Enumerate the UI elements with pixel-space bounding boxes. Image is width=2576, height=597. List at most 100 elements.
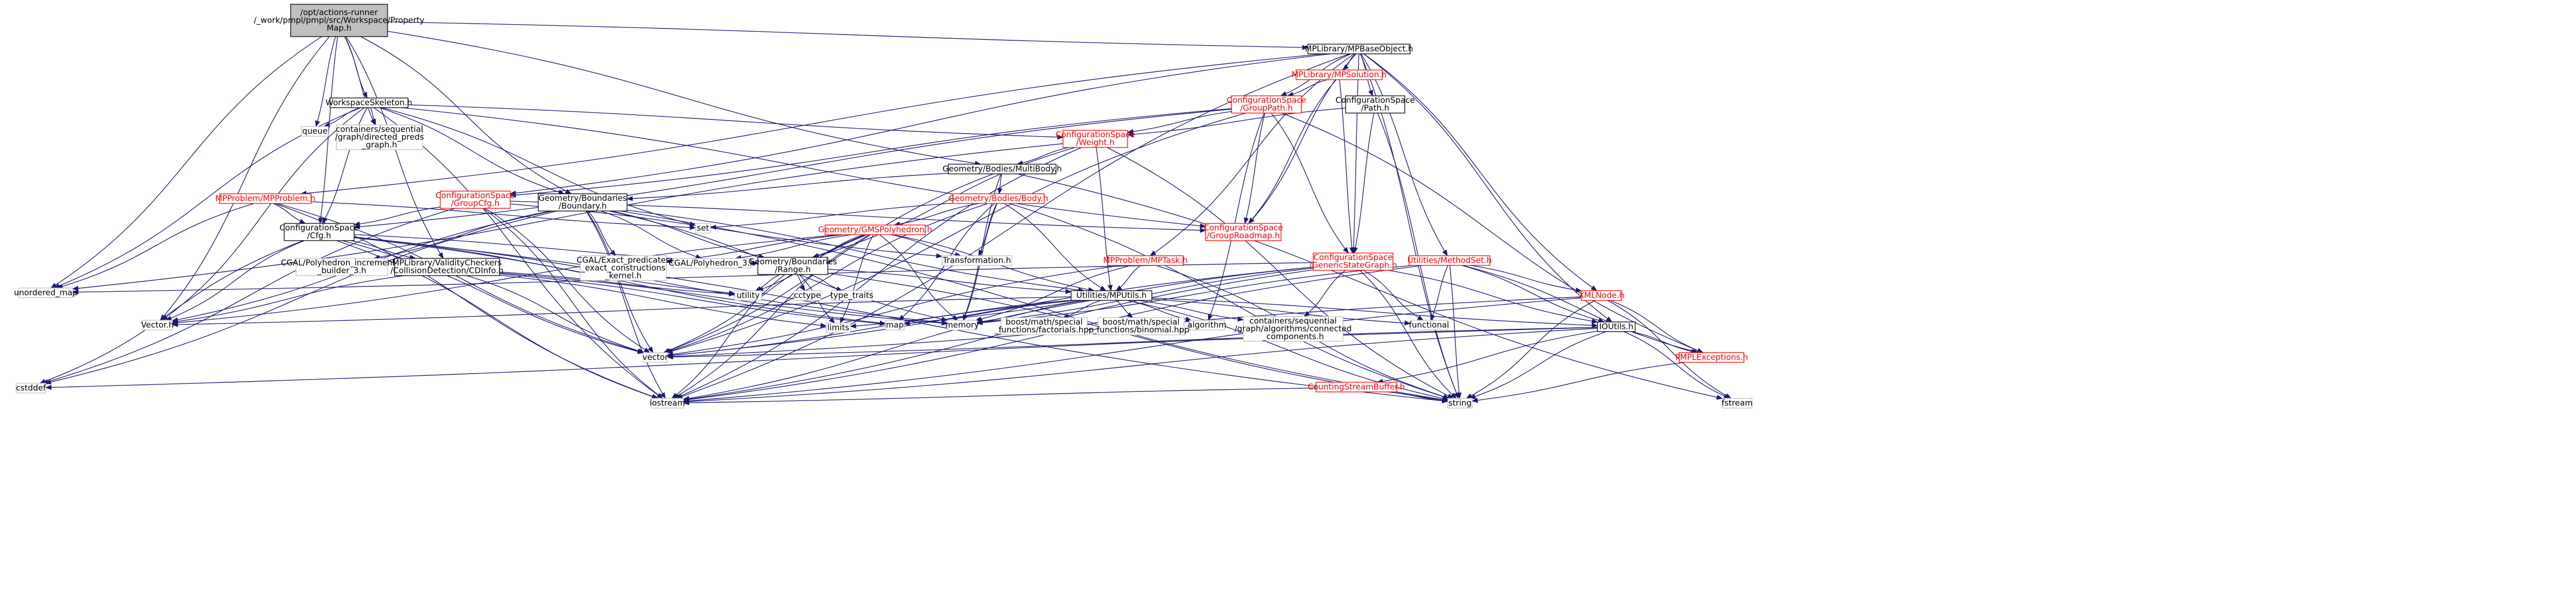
node-map: map [885, 320, 905, 331]
edge-wsskel-to-iostream [374, 107, 664, 399]
edges-layer [39, 21, 1732, 405]
node-weight[interactable]: ConfigurationSpace/Weight.h [1055, 130, 1135, 148]
node-cdinfo[interactable]: MPLibrary/ValidityCheckers/CollisionDete… [390, 258, 504, 276]
node-mpproblem[interactable]: MPProblem/MPProblem.h [215, 193, 315, 204]
edge-gmspoly-to-vectorh [171, 234, 839, 326]
node-label-genstate-line-1: /GenericStateGraph.h [1309, 261, 1397, 270]
node-transformation: Transformation.h [941, 255, 1012, 266]
edge-groupcfg-to-cfg [353, 206, 441, 227]
edge-wsskel-to-grouproadmap [402, 107, 1207, 229]
edge-root-to-boundary [360, 36, 572, 194]
node-genstate[interactable]: ConfigurationSpace/GenericStateGraph.h [1309, 252, 1397, 271]
edge-mputils-to-binomial [1116, 300, 1134, 318]
node-wsskel[interactable]: WorkspaceSkeleton.h [326, 97, 412, 108]
node-box-set [695, 223, 711, 234]
node-set: set [695, 223, 711, 234]
edge-boundary-to-cgalexact [587, 210, 616, 256]
node-label-mpsolution-line-0: MPLibrary/MPSolution.h [1292, 69, 1387, 79]
node-label-methodset-line-0: Utilities/MethodSet.h [1407, 255, 1492, 265]
node-body[interactable]: Geometry/Bodies/Body.h [948, 193, 1048, 204]
node-boundary[interactable]: Geometry/Boundaries/Boundary.h [538, 193, 628, 212]
node-box-cgalexact [580, 255, 667, 281]
node-mptask[interactable]: MPProblem/MPTask.h [1103, 255, 1188, 266]
edge-genstate-to-string [1359, 270, 1457, 399]
node-algorithm: algorithm [1187, 320, 1227, 331]
node-ioutils[interactable]: IOUtils.h [1597, 321, 1636, 332]
edge-groupph-to-algorithm [1208, 113, 1265, 321]
node-methodset[interactable]: Utilities/MethodSet.h [1407, 255, 1492, 266]
node-label-functional-line-0: functional [1409, 320, 1449, 329]
node-mpbase[interactable]: MPLibrary/MPBaseObject.h [1305, 44, 1413, 54]
edge-mputils-to-functional [1151, 299, 1411, 326]
node-grouproadmap[interactable]: ConfigurationSpace/GroupRoadmap.h [1203, 223, 1283, 241]
node-label-groupph-line-1: /GroupPath.h [1240, 103, 1293, 113]
edge-genstate-to-iostream [682, 269, 1314, 402]
edge-groupcfg-to-iostream [483, 208, 664, 399]
node-root[interactable]: /opt/actions-runner/_work/pmpl/pmpl/src/… [254, 4, 425, 37]
node-label-cfg-line-1: /Cfg.h [307, 231, 332, 241]
node-label-range-line-0: Geometry/Boundaries [749, 257, 837, 266]
edge-boundary-to-cgalpoly [601, 210, 702, 259]
node-groupcfg[interactable]: ConfigurationSpace/GroupCfg.h [435, 191, 515, 209]
edge-boundary-to-mputils [627, 209, 1085, 293]
node-pmplexc[interactable]: PMPLExceptions.h [1675, 352, 1748, 363]
node-label-iostream-line-0: iostream [650, 398, 685, 408]
node-box-cdinfo [394, 258, 500, 276]
node-label-dirpreds-line-2: _graph.h [361, 140, 397, 150]
node-label-set-line-0: set [697, 223, 709, 233]
node-binomial: boost/math/special_functions/binomial.hp… [1092, 317, 1190, 335]
node-box-cstddef [16, 383, 46, 394]
edge-range-to-utility [755, 274, 780, 291]
edge-groupcfg-to-transformation [510, 203, 943, 258]
edge-mpproblem-to-cfg [273, 203, 306, 224]
edge-body-to-string [1009, 203, 1450, 399]
node-mpsolution[interactable]: MPLibrary/MPSolution.h [1292, 69, 1387, 80]
edge-mpsolution-to-grouproadmap [1248, 79, 1337, 224]
node-label-factorials-line-1: _functions/factorials.hpp [994, 325, 1094, 335]
node-cfg[interactable]: ConfigurationSpace/Cfg.h [279, 223, 359, 241]
node-conncomp: containers/sequential/graph/algorithms/c… [1235, 316, 1352, 342]
edge-cdinfo-to-vector [467, 275, 645, 354]
edge-cdinfo-to-utility [499, 271, 736, 297]
node-box-type_traits [831, 290, 872, 301]
edge-xmlnode-to-fstream [1607, 300, 1732, 399]
node-box-vector [643, 352, 668, 363]
edge-cfg-to-cdinfo [350, 240, 417, 260]
node-groupph[interactable]: ConfigurationSpace/GroupPath.h [1227, 95, 1306, 114]
node-label-mpbase-line-0: MPLibrary/MPBaseObject.h [1305, 44, 1413, 53]
edge-pmplexc-to-string [1471, 362, 1685, 403]
edge-methodset-to-functional [1430, 265, 1448, 321]
edge-body-to-vector [665, 203, 988, 354]
edge-genstate-to-unordered_map [72, 262, 1314, 295]
edge-mputils-to-factorials [1062, 300, 1101, 319]
node-mputils[interactable]: Utilities/MPUtils.h [1071, 290, 1152, 301]
node-label-cgalinc-line-1: _builder_3.h [316, 266, 366, 276]
node-label-factorials-line-0: boost/math/special [1005, 317, 1082, 327]
node-gmspoly[interactable]: Geometry/GMSPolyhedron.h [818, 224, 932, 235]
node-multibody[interactable]: Geometry/Bodies/MultiBody.h [942, 164, 1062, 174]
node-cspath[interactable]: ConfigurationSpace/Path.h [1335, 95, 1415, 114]
node-label-vectorh-line-0: Vector.h [141, 320, 174, 329]
node-label-root-line-1: /_work/pmpl/pmpl/src/Workspace/Property [254, 15, 424, 25]
node-box-multibody [948, 164, 1057, 174]
node-box-cspath [1345, 95, 1405, 114]
node-label-weight-line-0: ConfigurationSpace [1055, 130, 1135, 139]
edge-mpsolution-to-genstate [1339, 79, 1355, 254]
node-box-map [885, 320, 905, 331]
edge-range-to-string [827, 272, 1449, 403]
node-xmlnode[interactable]: XMLNode.h [1579, 290, 1624, 301]
edge-wsskel-to-dirpreds [370, 107, 376, 126]
edge-cfg-to-vectorh [165, 240, 305, 321]
node-countbuf[interactable]: CountingStreamBuffer.h [1308, 382, 1405, 392]
node-range[interactable]: Geometry/Boundaries/Range.h [749, 257, 837, 275]
node-label-range-line-1: /Range.h [775, 265, 811, 275]
edge-weight-to-string [1107, 147, 1454, 399]
node-box-gmspoly [825, 224, 926, 235]
node-label-queue-line-0: queue [302, 126, 328, 136]
edge-range-to-mputils [827, 269, 1072, 294]
edge-range-to-iostream [671, 274, 785, 399]
edge-gmspoly-to-range [812, 234, 864, 258]
edge-root-to-mpbase [387, 21, 1309, 50]
node-label-groupcfg-line-0: ConfigurationSpace [435, 191, 515, 200]
edge-range-to-cctype [797, 274, 806, 291]
